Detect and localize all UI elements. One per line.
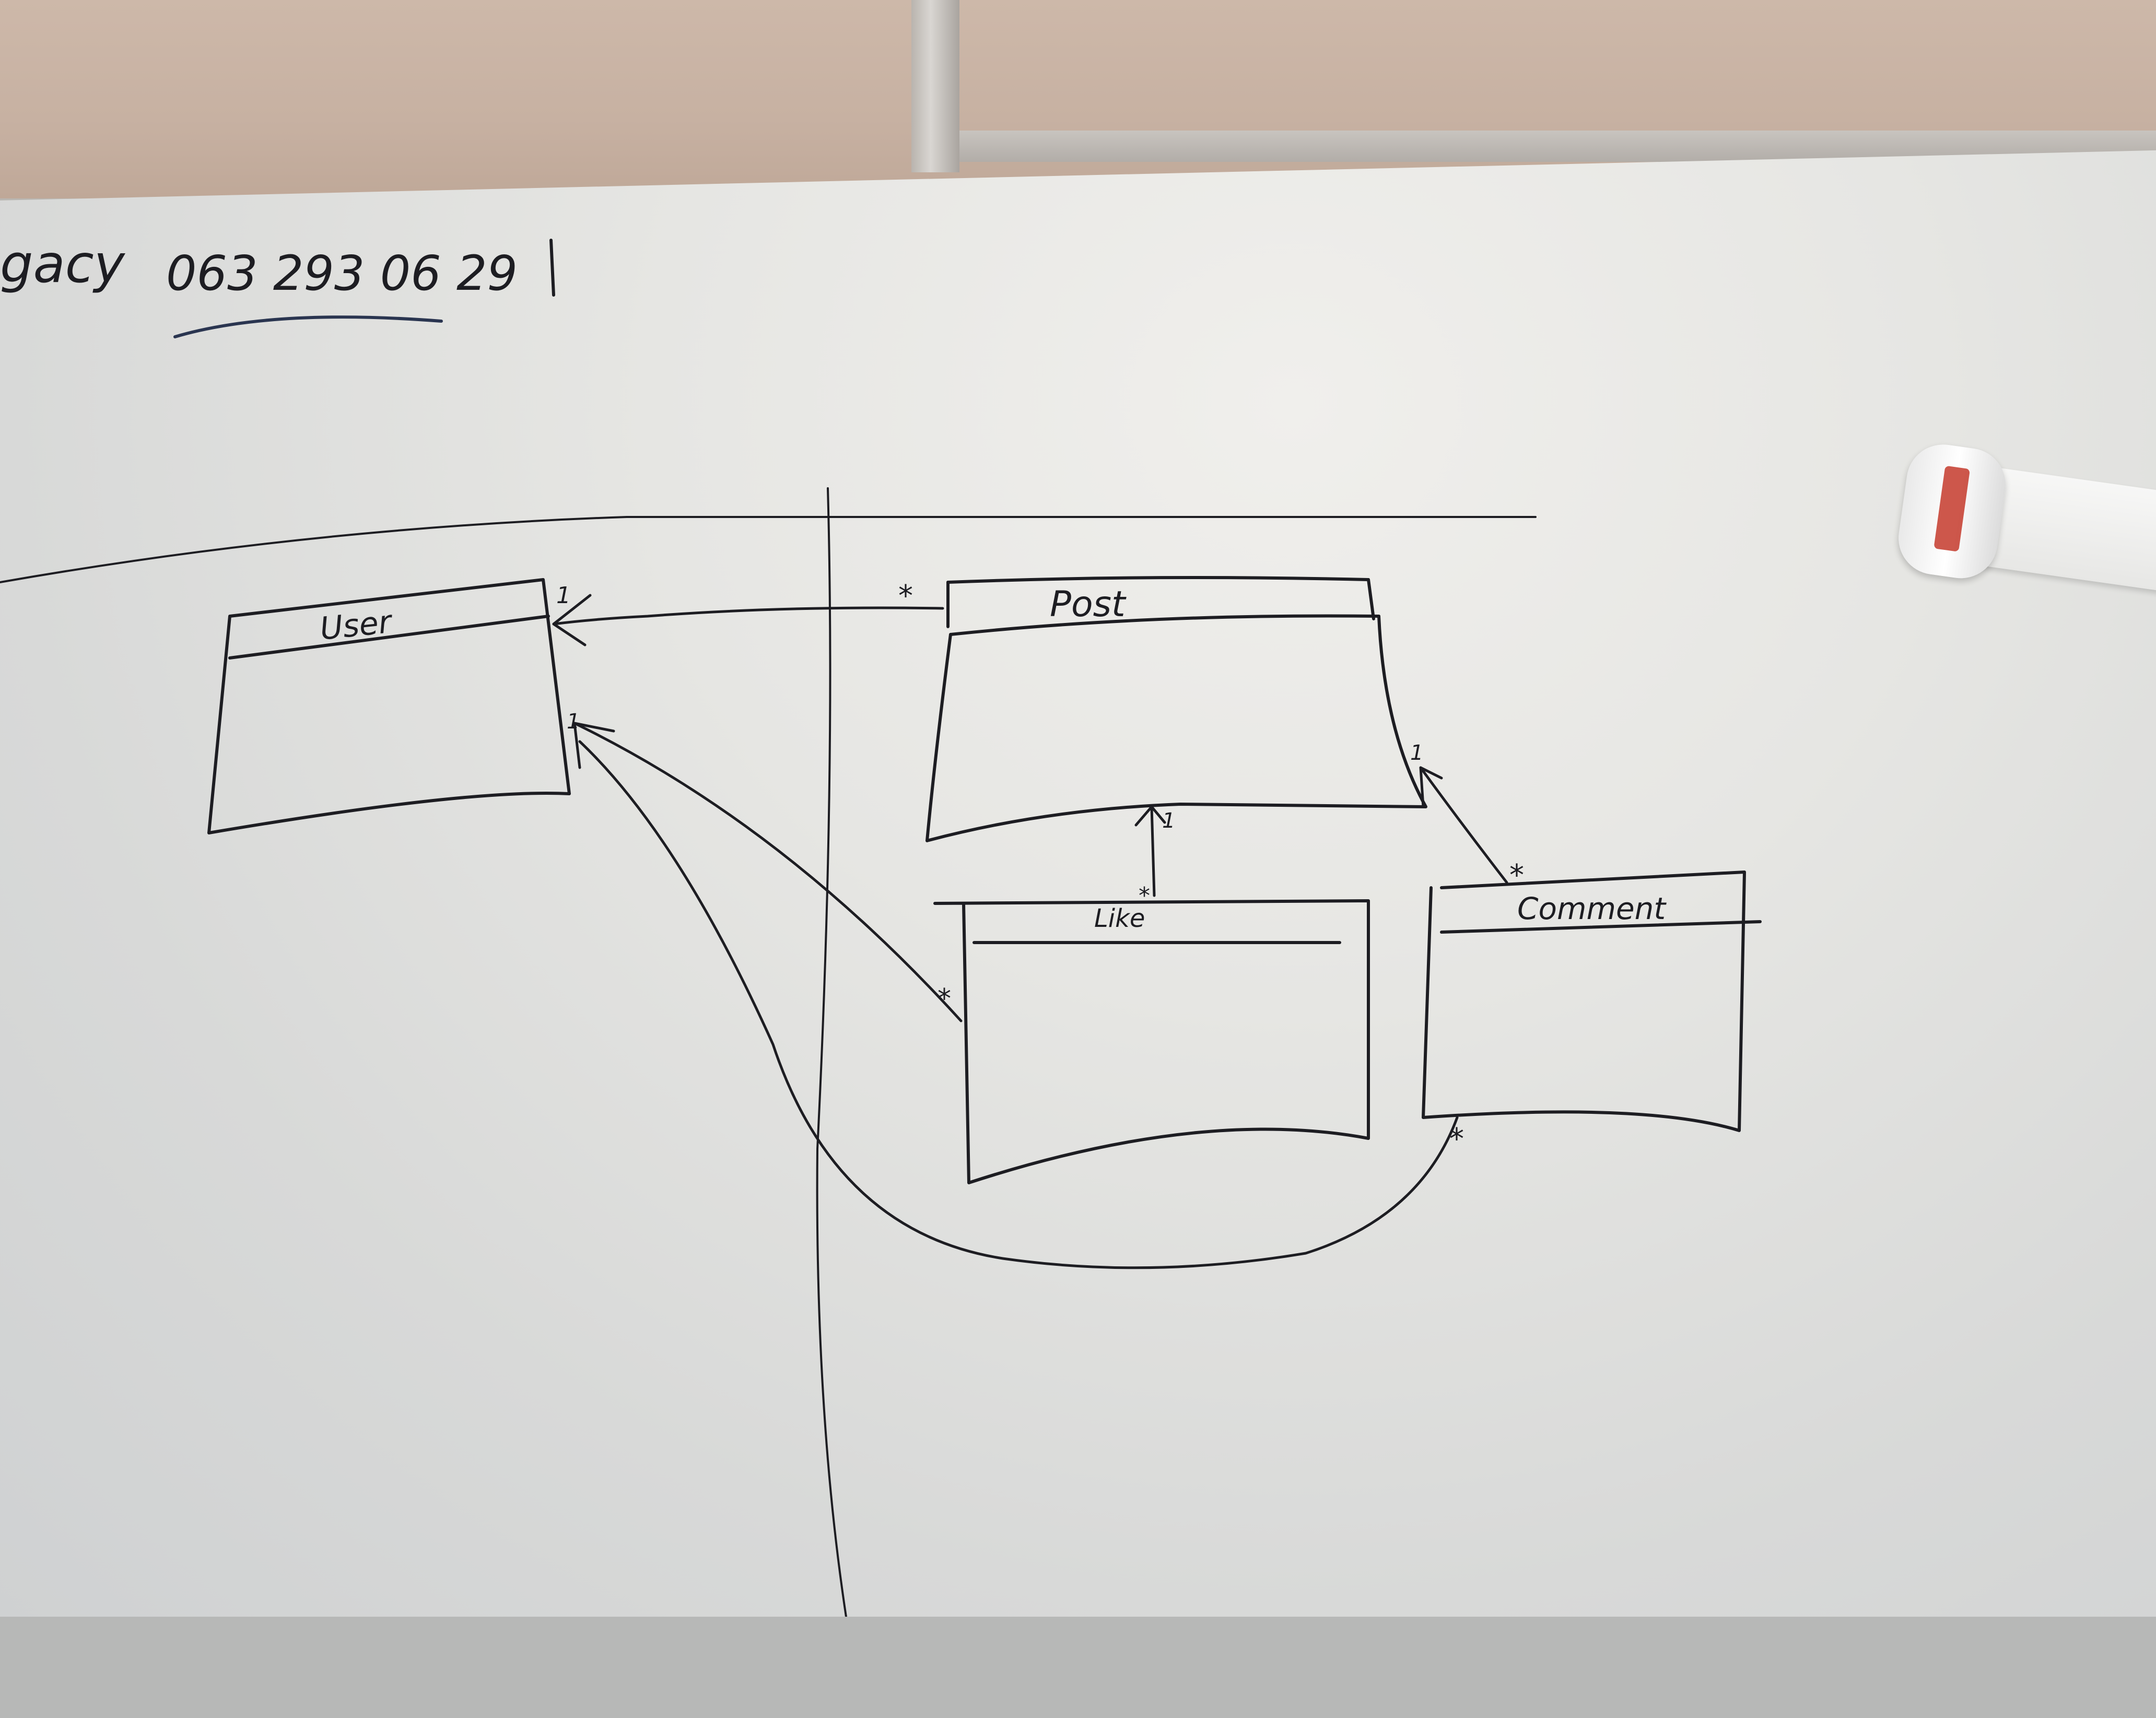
- edge-post-user: [552, 606, 944, 626]
- user-header-divider: [228, 615, 550, 660]
- note-text-left: gacy: [0, 233, 126, 295]
- whiteboard: [0, 150, 2156, 1617]
- arrowhead-user-post: [552, 594, 592, 646]
- mult-user-like-user: 1: [567, 710, 580, 734]
- edge-like-post: [1150, 805, 1156, 897]
- note-underline: [173, 315, 443, 338]
- arrowhead-post-comment: [1419, 766, 1443, 808]
- arrowhead-user-like: [573, 722, 615, 769]
- edge-like-user: [573, 722, 963, 1022]
- note-bar: [549, 239, 555, 297]
- post-label: Post: [1050, 584, 1127, 625]
- edge-comment-user: [578, 740, 1459, 1269]
- user-label: User: [318, 604, 395, 648]
- edge-comment-post: [1419, 766, 1508, 884]
- post-header-divider: [949, 614, 1380, 636]
- mult-post-comment-post: 1: [1410, 741, 1423, 765]
- like-box: [933, 899, 1370, 1184]
- user-box: [207, 578, 571, 834]
- note-phone: 063 293 06 29: [166, 245, 518, 301]
- comment-label: Comment: [1517, 891, 1667, 926]
- mult-user-comment-comment: *: [1449, 1122, 1464, 1156]
- mult-user-post-user: 1: [556, 582, 571, 609]
- post-box: [925, 615, 1427, 842]
- arrowhead-post-like: [1134, 805, 1166, 827]
- mult-post-comment-comment: *: [1509, 858, 1524, 892]
- mult-user-like-like: *: [938, 983, 951, 1015]
- post-box-top: [946, 576, 1375, 620]
- mult-post-like-post: 1: [1162, 809, 1175, 833]
- like-label: Like: [1094, 904, 1145, 933]
- uml-diagram: gacy 063 293 06 29 User Post Like Commen…: [0, 233, 1762, 1617]
- comment-box: [1422, 870, 1746, 1132]
- mult-post-like-like: *: [1139, 882, 1150, 909]
- mult-user-post-post: *: [898, 579, 913, 613]
- eraser-label: [1934, 465, 1971, 552]
- guide-line-vertical: [816, 487, 847, 1617]
- comment-header-divider: [1440, 920, 1762, 934]
- wall-rail: [911, 0, 959, 172]
- guide-line-horizontal: [0, 516, 1537, 583]
